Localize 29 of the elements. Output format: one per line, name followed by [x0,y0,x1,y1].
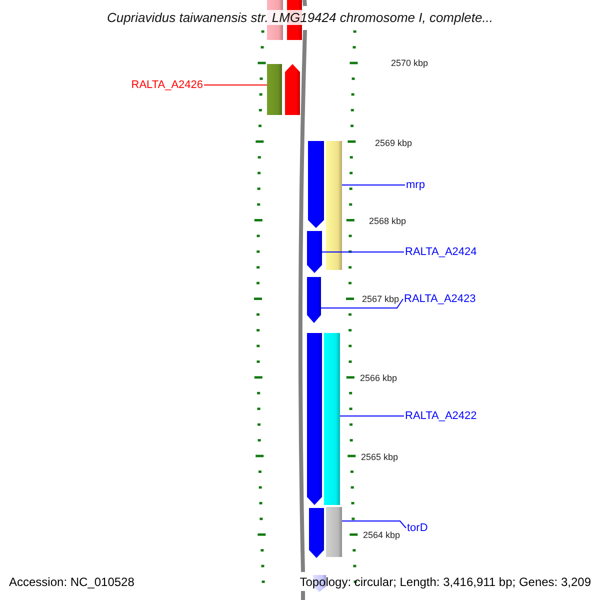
scale-label: 2566 kbp [360,373,398,383]
scale-label: 2564 kbp [363,530,400,540]
gene-bar [326,507,342,557]
gene-feature [307,277,321,323]
footer-text: Topology: circular; Length: 3,416,911 bp; Genes: 3,209 [300,575,591,589]
gene-bar [267,64,282,115]
gene-feature [307,333,322,505]
gene-feature [307,231,322,273]
scale-label: 2570 kbp [391,58,428,68]
gene-label: RALTA_A2426 [131,79,203,91]
gene-label: mrp [406,179,425,191]
leader-line [204,84,268,86]
leader-line [342,184,406,186]
gene-feature [285,64,300,115]
scale-label: 2567 kbp [362,294,400,304]
gene-label: RALTA_A2424 [405,246,477,258]
gene-bar [324,333,340,505]
gene-feature [308,141,324,228]
scale-label: 2569 kbp [375,138,412,148]
leader-line [320,298,404,308]
scale-label: 2565 kbp [361,452,398,462]
footer-text: Accession: NC_010528 [9,575,134,589]
gene-bar [326,141,342,270]
leader-line [342,520,406,528]
scale-label: 2568 kbp [369,216,406,226]
gene-label: torD [407,522,428,534]
gene-label: RALTA_A2423 [404,293,476,305]
gene-label: RALTA_A2422 [405,410,477,422]
gene-feature [309,508,324,558]
